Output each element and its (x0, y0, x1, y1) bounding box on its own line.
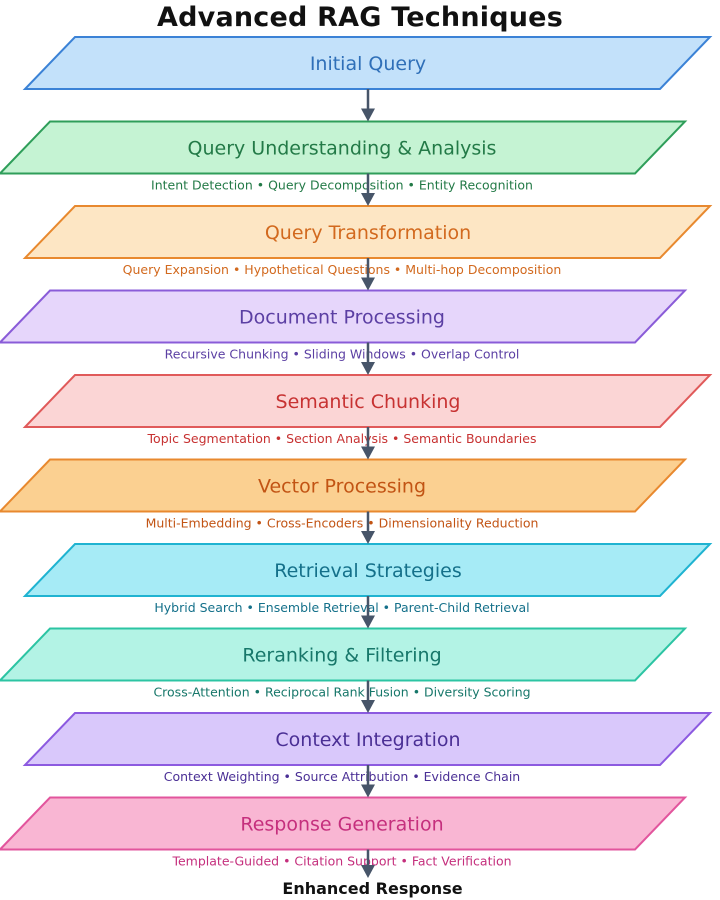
flow-arrow-head (361, 865, 375, 878)
step-shape (0, 120, 688, 175)
flow-arrow-head (361, 193, 375, 206)
step-shape (22, 205, 713, 259)
step-shape (22, 543, 713, 597)
step-shape (0, 289, 688, 344)
step-details: Topic Segmentation • Section Analysis • … (147, 431, 537, 446)
flow-arrow-head (361, 108, 375, 122)
step-details: Context Weighting • Source Attribution •… (164, 769, 520, 784)
step-details: Intent Detection • Query Decomposition •… (151, 178, 533, 193)
step-label: Query Understanding & Analysis (188, 138, 497, 160)
flow-arrow-head (361, 784, 375, 798)
step-label: Document Processing (239, 307, 445, 329)
step-label: Context Integration (275, 729, 460, 751)
step-shape (0, 458, 688, 513)
step-1: Initial Query (22, 36, 713, 90)
step-details: Template-Guided • Citation Support • Fac… (171, 854, 511, 869)
step-shape (0, 627, 688, 682)
final-output-label: Enhanced Response (282, 879, 463, 898)
diagram-title: Advanced RAG Techniques (157, 2, 563, 33)
step-label: Initial Query (310, 53, 426, 75)
step-label: Retrieval Strategies (274, 560, 462, 582)
step-details: Recursive Chunking • Sliding Windows • O… (165, 347, 520, 362)
step-shape (22, 712, 713, 766)
flow-arrow-head (361, 531, 375, 544)
step-label: Response Generation (240, 814, 443, 836)
flow-arrow-head (361, 362, 375, 375)
step-details: Query Expansion • Hypothetical Questions… (123, 262, 562, 277)
step-details: Cross-Attention • Reciprocal Rank Fusion… (153, 685, 530, 700)
flow-arrow-head (361, 700, 375, 713)
flow-arrow-head (361, 615, 375, 629)
step-details: Multi-Embedding • Cross-Encoders • Dimen… (146, 516, 539, 531)
arrows-layer (361, 89, 375, 878)
step-label: Vector Processing (258, 476, 426, 498)
step-label: Semantic Chunking (276, 391, 461, 413)
step-shape (22, 374, 713, 428)
step-shape (22, 36, 713, 90)
flow-arrow-head (361, 446, 375, 460)
step-shape (0, 796, 688, 851)
step-label: Query Transformation (265, 222, 471, 244)
step-label: Reranking & Filtering (242, 645, 441, 667)
step-details: Hybrid Search • Ensemble Retrieval • Par… (154, 600, 529, 615)
flow-arrow-head (361, 277, 375, 291)
